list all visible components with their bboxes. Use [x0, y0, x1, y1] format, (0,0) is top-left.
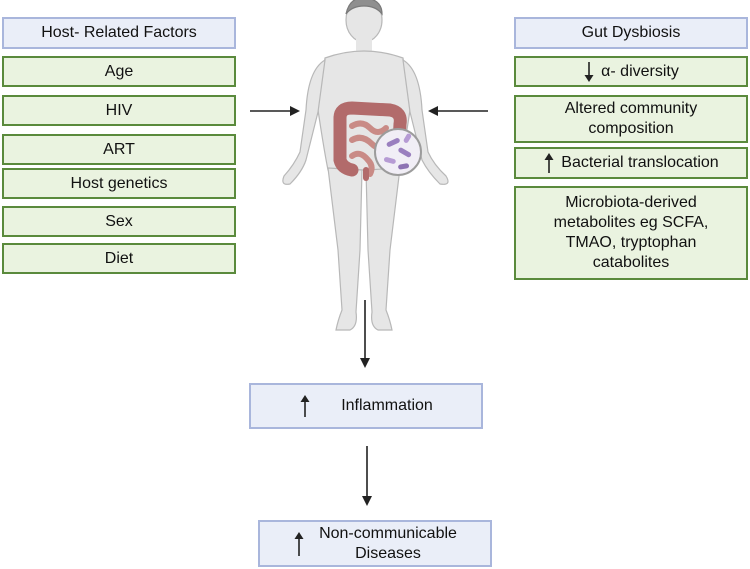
dysbiosis-item-composition: Altered community composition	[514, 95, 748, 143]
dysbiosis-item-diversity: α- diversity	[514, 56, 748, 87]
dysbiosis-item-metabolites: Microbiota-derived metabolites eg SCFA, …	[514, 186, 748, 280]
host-factors-header: Host- Related Factors	[2, 17, 236, 49]
dysbiosis-item-label: α- diversity	[601, 62, 679, 80]
dysbiosis-item-translocation: Bacterial translocation	[514, 147, 748, 179]
dysbiosis-item-label: Altered community composition	[564, 100, 698, 137]
up-arrow-icon	[300, 395, 310, 417]
dysbiosis-item-label: Bacterial translocation	[561, 154, 719, 171]
host-factor-art: ART	[2, 134, 236, 165]
host-factor-label: Diet	[104, 249, 134, 267]
intestine-icon	[333, 101, 407, 181]
up-arrow-icon	[544, 153, 554, 173]
inflammation-box: Inflammation	[249, 383, 483, 429]
inflammation-label: Inflammation	[341, 397, 433, 414]
up-arrow-icon	[294, 531, 304, 556]
host-factor-sex: Sex	[2, 206, 236, 237]
gut-dysbiosis-header-label: Gut Dysbiosis	[581, 24, 681, 41]
host-factor-genetics: Host genetics	[2, 168, 236, 199]
host-factor-hiv: HIV	[2, 95, 236, 126]
microbe-magnifier-icon	[374, 128, 422, 176]
host-factor-label: Sex	[105, 212, 133, 230]
host-factor-age: Age	[2, 56, 236, 87]
human-body-illustration	[282, 0, 449, 331]
ncd-box: Non-communicable Diseases	[258, 520, 492, 567]
host-factor-label: Age	[104, 62, 134, 80]
host-factor-label: Host genetics	[70, 174, 168, 192]
host-factor-label: HIV	[105, 101, 133, 119]
gut-dysbiosis-header: Gut Dysbiosis	[514, 17, 748, 49]
host-factor-diet: Diet	[2, 243, 236, 274]
dysbiosis-item-label: Microbiota-derived metabolites eg SCFA, …	[553, 194, 709, 271]
host-factor-label: ART	[103, 140, 135, 158]
down-arrow-icon	[584, 61, 594, 82]
host-factors-header-label: Host- Related Factors	[41, 24, 197, 41]
ncd-label: Non-communicable Diseases	[319, 524, 457, 562]
